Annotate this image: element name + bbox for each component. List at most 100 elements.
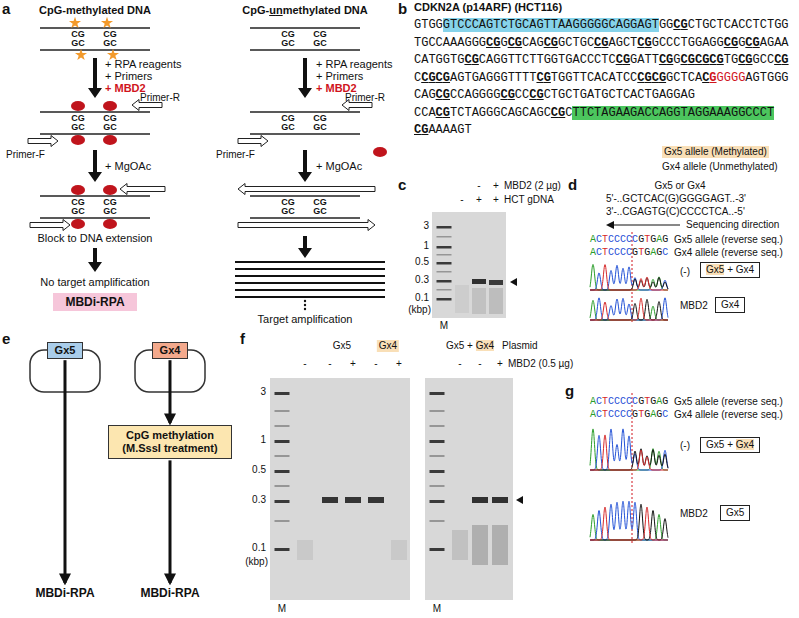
dna-strand	[40, 111, 150, 113]
character: C	[436, 88, 443, 102]
annotation: 0.5	[415, 256, 429, 268]
character: d	[334, 4, 341, 16]
character: G	[414, 18, 421, 32]
character: A	[623, 106, 630, 120]
gel-band	[430, 440, 445, 443]
character: m	[283, 4, 293, 16]
character: n	[276, 4, 283, 16]
gel-band	[297, 540, 313, 560]
character: C	[608, 53, 615, 67]
character: 5	[459, 340, 465, 351]
gel-band	[437, 254, 452, 256]
character: G	[656, 247, 662, 258]
character: G	[472, 88, 479, 102]
character: C	[608, 234, 614, 245]
character: x	[714, 439, 719, 450]
band-arrowhead	[510, 278, 517, 286]
character: T	[572, 106, 579, 120]
chromatogram-trace	[590, 501, 668, 540]
character: G	[650, 234, 656, 245]
character: T	[508, 53, 515, 67]
character: G	[652, 36, 659, 50]
character	[724, 264, 727, 275]
character: A	[724, 106, 731, 120]
character: e	[292, 4, 298, 16]
gel-band	[430, 470, 445, 473]
character: T	[464, 71, 471, 85]
character: C	[500, 88, 507, 102]
character: x	[483, 340, 488, 351]
character: C	[522, 36, 529, 50]
character: G	[702, 53, 709, 67]
character: C	[620, 396, 626, 407]
base-pair-label: CG	[281, 30, 295, 39]
character: T	[681, 106, 688, 120]
character: x	[744, 439, 749, 450]
gel-band	[275, 470, 290, 473]
gel-band	[430, 455, 445, 457]
character: A	[760, 36, 767, 50]
character: C	[544, 36, 551, 50]
annotation: + RPA reagents	[105, 58, 182, 71]
character: G	[476, 340, 484, 351]
gel-band	[275, 440, 290, 443]
character: C	[580, 53, 587, 67]
character: A	[587, 88, 594, 102]
gel-band	[472, 497, 488, 503]
character: G	[558, 88, 565, 102]
character: G	[738, 71, 745, 85]
ellipsis-dot	[304, 300, 306, 302]
character: A	[479, 18, 486, 32]
box-text: MBDi-RPA	[65, 295, 124, 309]
character: G	[565, 53, 572, 67]
character: G	[558, 36, 565, 50]
annotation: Primer-R	[140, 92, 180, 104]
character: T	[644, 234, 650, 245]
character: A	[529, 36, 536, 50]
character: G	[781, 18, 788, 32]
character: C	[760, 106, 767, 120]
base-pair-label: GC	[313, 39, 327, 48]
character: T	[645, 53, 652, 67]
character: C	[596, 396, 602, 407]
base-pair-label: GC	[281, 123, 295, 132]
character: G	[443, 53, 450, 67]
character	[724, 439, 727, 450]
process-arrow	[88, 248, 102, 272]
sample-box: Gx4	[715, 297, 745, 313]
annotation: 1	[423, 240, 429, 252]
annotation: No target amplification	[40, 276, 149, 289]
character: C	[565, 36, 572, 50]
character: G	[731, 71, 738, 85]
character: G	[572, 18, 579, 32]
treatment-box: CpG methylation (M.SssI treatment)	[108, 425, 232, 459]
character: T	[450, 53, 457, 67]
gel-band	[275, 500, 290, 503]
character: T	[638, 409, 644, 420]
character: t	[299, 4, 303, 16]
character: T	[529, 71, 536, 85]
character: 4	[488, 340, 494, 351]
character: C	[681, 53, 688, 67]
character: C	[544, 88, 551, 102]
annotation: Gx5 allele (reverse seq.)	[674, 234, 783, 246]
character: C	[436, 106, 443, 120]
character: T	[616, 71, 623, 85]
base-pair-label: CG	[281, 114, 295, 123]
character: C	[457, 106, 464, 120]
annotation: Gx5	[333, 340, 351, 352]
process-arrow	[88, 58, 102, 98]
character: G	[257, 4, 266, 16]
dna-strand	[250, 133, 360, 135]
character: A	[695, 71, 702, 85]
annotation: 0.3	[415, 274, 429, 286]
character: A	[590, 409, 596, 420]
character: A	[616, 18, 623, 32]
character: C	[745, 18, 752, 32]
character: A	[479, 71, 486, 85]
character: G	[515, 36, 522, 50]
character: T	[602, 396, 608, 407]
character: 4	[749, 264, 755, 275]
annotation: MBD2 (2 µg)	[504, 180, 561, 192]
